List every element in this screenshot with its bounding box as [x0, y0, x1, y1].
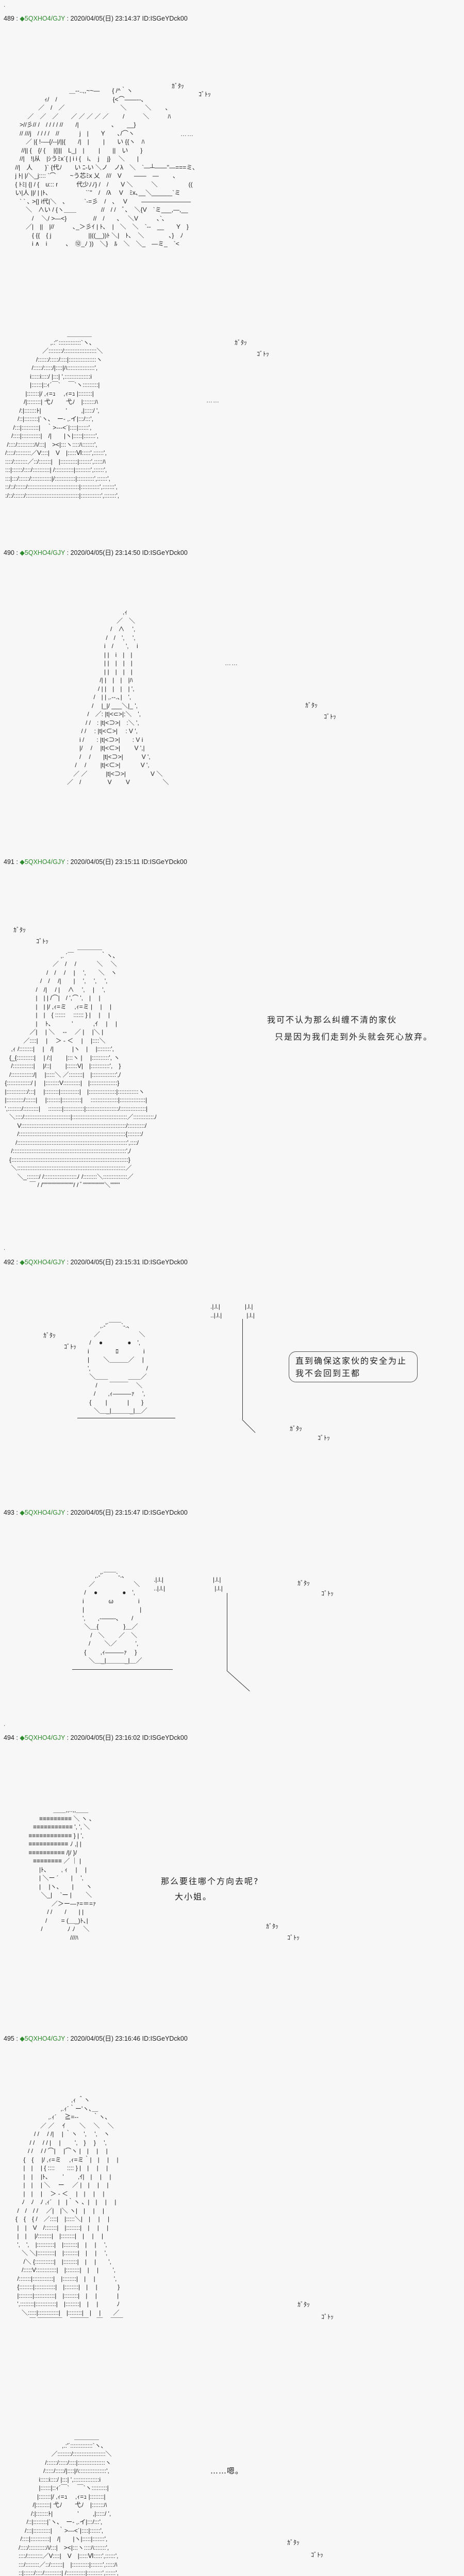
sound-effect-gata: ｶﾞﾀｯ	[266, 1923, 279, 1930]
post-header: 489 : ◆5QXHO4/GJY : 2020/04/05(日) 23:14:…	[4, 15, 188, 22]
sound-effect-gata: ｶﾞﾀｯ	[43, 1332, 56, 1339]
ascii-art-figure: ,.‐'´￣￣`‐.､ ／ ＼ / ● ● ', i ω i | | ', ,‐…	[82, 1572, 142, 1664]
sound-effect-goto: ｺﾞﾄｯ	[64, 1343, 77, 1350]
post-date: 2020/04/05(日) 23:16:46	[70, 2035, 141, 2042]
post-number[interactable]: 495	[4, 2035, 14, 2042]
ellipsis-text: ……	[180, 130, 194, 138]
separator: :	[14, 1509, 20, 1516]
frame-diagonal	[242, 1419, 256, 1433]
trailing-dot: .	[4, 1244, 6, 1251]
separator: :	[14, 858, 20, 866]
sound-effect-goto: ｺﾞﾄｯ	[321, 2313, 334, 2320]
sound-effect-gata: ｶﾞﾀｯ	[172, 82, 185, 90]
sound-effect-goto: ｺﾞﾄｯ	[318, 1434, 330, 1442]
frame-diagonal	[226, 1670, 250, 1691]
frame-line	[242, 1319, 243, 1419]
poster-id[interactable]: ID:ISGeYDck00	[142, 1509, 188, 1516]
separator: :	[14, 549, 20, 556]
post-header: 494 : ◆5QXHO4/GJY : 2020/04/05(日) 23:16:…	[4, 1734, 188, 1741]
tripcode: ◆5QXHO4/GJY	[20, 1509, 65, 1516]
separator: :	[65, 1509, 71, 1516]
ascii-art-frame: .|.l.| |.l.| ..|.l.| |.l.|	[154, 1576, 223, 1592]
ascii-art-panel: ,ｨ ／ ＼ / ∧ ', / / ', ', i / ', i | | i |…	[67, 608, 169, 786]
post-date: 2020/04/05(日) 23:16:02	[70, 1734, 141, 1741]
post-date: 2020/04/05(日) 23:15:31	[70, 1259, 141, 1266]
bubble-line: 我不会回到王都	[295, 1368, 361, 1378]
poster-id[interactable]: ID:ISGeYDck00	[142, 1734, 188, 1741]
sound-effect-gata: ｶﾞﾀｯ	[290, 1425, 303, 1432]
tripcode: ◆5QXHO4/GJY	[20, 2035, 65, 2042]
post-header: 490 : ◆5QXHO4/GJY : 2020/04/05(日) 23:14:…	[4, 549, 188, 556]
separator: :	[65, 858, 71, 866]
sound-effect-goto: ｺﾞﾄｯ	[36, 938, 49, 945]
ascii-art-panel: ＿＿,,..,,＿＿ ≡≡≡≡≡≡≡≡≡ ＼ ヽ ､ ≡≡≡≡≡≡≡≡≡≡≡ '…	[28, 1806, 96, 1941]
ascii-art-panel: ＿＿＿＿ ,.:'´:::::::::::::`ヽ､ ／::::::::/:::…	[19, 2433, 119, 2576]
sound-effect-goto: ｺﾞﾄｯ	[324, 713, 337, 720]
sound-effect-gata: ｶﾞﾀｯ	[287, 2539, 300, 2546]
bubble-line: 直到确保这家伙的安全为止	[295, 1356, 407, 1366]
poster-id[interactable]: ID:ISGeYDck00	[142, 15, 188, 22]
ascii-art-frame: .|.l.| |.l.| ..|.l.| |.l.|	[210, 1303, 255, 1319]
sound-effect-gata: ｶﾞﾀｯ	[297, 2301, 310, 2308]
sound-effect-gata: ｶﾞﾀｯ	[305, 702, 318, 709]
dialogue-line: 大小姐。	[175, 1892, 212, 1902]
ascii-art-panel: ＿‐-..,,~~― { /^｀ヽ ｨ/ / {<⌒――‐-､ ／ / ／ ＼ …	[15, 87, 196, 247]
ellipsis-text: ……	[206, 397, 220, 404]
post-date: 2020/04/05(日) 23:15:11	[70, 858, 140, 866]
separator: :	[14, 2035, 20, 2042]
ascii-art-panel: ＿＿＿＿ ,.:'´:::::::::::::`ヽ､ ／::::::::/:::…	[5, 330, 120, 499]
sound-effect-goto: ｺﾞﾄｯ	[311, 2551, 324, 2558]
sound-effect-goto: ｺﾞﾄｯ	[198, 91, 211, 98]
post-number[interactable]: 494	[4, 1734, 14, 1741]
post-header: 495 : ◆5QXHO4/GJY : 2020/04/05(日) 23:16:…	[4, 2035, 188, 2042]
separator: :	[14, 1734, 20, 1741]
post-number[interactable]: 490	[4, 549, 14, 556]
sound-effect-gata: ｶﾞﾀｯ	[13, 926, 26, 934]
ellipsis-text: ……	[225, 659, 238, 667]
separator: :	[65, 549, 71, 556]
tripcode: ◆5QXHO4/GJY	[20, 858, 65, 866]
post-header: 492 : ◆5QXHO4/GJY : 2020/04/05(日) 23:15:…	[4, 1259, 188, 1266]
separator: :	[14, 1259, 20, 1266]
post-date: 2020/04/05(日) 23:15:47	[70, 1509, 141, 1516]
dialogue-line: 我可不认为那么纠缠不清的家伙	[267, 1015, 397, 1025]
speech-bubble: 直到确保这家伙的安全为止 我不会回到王都	[289, 1351, 418, 1382]
sound-effect-gata: ｶﾞﾀｯ	[297, 1580, 310, 1587]
post-date: 2020/04/05(日) 23:14:37	[70, 15, 141, 22]
post-header: 491 : ◆5QXHO4/GJY : 2020/04/05(日) 23:15:…	[4, 858, 187, 866]
tripcode: ◆5QXHO4/GJY	[20, 1259, 65, 1266]
poster-id[interactable]: ID:ISGeYDck00	[142, 1259, 188, 1266]
post-header: 493 : ◆5QXHO4/GJY : 2020/04/05(日) 23:15:…	[4, 1509, 188, 1516]
ascii-art-panel: ＿＿＿＿ ,. ´￣ ｀ヽ､ ／ / / ＼ ＼ / / / | ', ＼ ヽ …	[5, 943, 157, 1189]
sound-effect-gata: ｶﾞﾀｯ	[235, 339, 247, 346]
trailing-dot: .	[4, 1720, 6, 1727]
dialogue-line: 只是因为我们走到外头就会死心放弃。	[275, 1032, 433, 1042]
poster-id[interactable]: ID:ISGeYDck00	[142, 2035, 188, 2042]
tripcode: ◆5QXHO4/GJY	[20, 549, 65, 556]
floor-line	[72, 1669, 173, 1670]
separator: :	[65, 1734, 71, 1741]
post-number[interactable]: 491	[4, 858, 14, 866]
dialogue-line: ……嗯。	[210, 2466, 244, 2476]
dialogue-line: 那么要往哪个方向去呢?	[161, 1876, 259, 1886]
ascii-art-figure: ,.‐'´￣￣`‐.､ ／ ＼ / ● ● ', i ﾛ i | ＼＿＿＿／ |…	[88, 1322, 148, 1414]
poster-id[interactable]: ID:ISGeYDck00	[142, 549, 188, 556]
sound-effect-goto: ｺﾞﾄｯ	[287, 1934, 300, 1941]
separator: :	[65, 1259, 71, 1266]
post-number[interactable]: 493	[4, 1509, 14, 1516]
post-date: 2020/04/05(日) 23:14:50	[70, 549, 141, 556]
separator: :	[65, 2035, 71, 2042]
trailing-dot: .	[4, 1, 6, 8]
post-number[interactable]: 492	[4, 1259, 14, 1266]
poster-id[interactable]: ID:ISGeYDck00	[141, 858, 187, 866]
ascii-art-panel: ,ｨ ＾ヽ ,.ｨ´｀ー'ヽ､＿ ,.ｨ´ ≧=-‐ ｀ヽ､ ／ ／ ｲ ＼ ＼…	[15, 2096, 123, 2325]
tripcode: ◆5QXHO4/GJY	[20, 15, 65, 22]
tripcode: ◆5QXHO4/GJY	[20, 1734, 65, 1741]
sound-effect-goto: ｺﾞﾄｯ	[257, 350, 270, 358]
post-number[interactable]: 489	[4, 15, 14, 22]
separator: :	[14, 15, 20, 22]
sound-effect-goto: ｺﾞﾄｯ	[321, 1590, 334, 1597]
separator: :	[65, 15, 71, 22]
